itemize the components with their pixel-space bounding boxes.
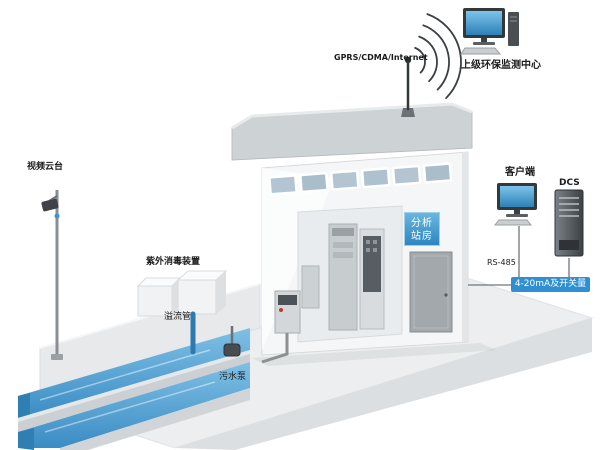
connector-lines bbox=[468, 226, 570, 286]
monitoring-center-label: 上级环保监测中心 bbox=[461, 60, 541, 71]
desktop-computer-icon bbox=[460, 8, 519, 55]
analyzer-cabinet bbox=[261, 290, 301, 364]
equipment-cabinet-1 bbox=[328, 223, 358, 331]
rs485-label: RS-485 bbox=[487, 258, 516, 267]
video-ptz-label: 视频云台 bbox=[27, 162, 64, 172]
gprs-label: GPRS/CDMA/Internet bbox=[334, 53, 428, 62]
building-shadow bbox=[252, 343, 496, 366]
equipment-cabinet-2 bbox=[359, 228, 385, 330]
cctv-camera-icon bbox=[41, 190, 63, 360]
water-channel-front bbox=[18, 362, 250, 450]
station-sign: 分析站房 bbox=[404, 212, 440, 246]
uv-device-label: 紫外消毒装置 bbox=[146, 257, 201, 267]
building-roof bbox=[231, 102, 473, 161]
uv-disinfection-unit bbox=[136, 270, 228, 317]
sewage-pump-label: 污水泵 bbox=[219, 372, 247, 382]
channel-outer-wall bbox=[60, 388, 250, 450]
client-label: 客户端 bbox=[505, 167, 535, 178]
pump-icon bbox=[223, 326, 241, 357]
window-row bbox=[268, 162, 453, 196]
antenna-icon bbox=[401, 56, 415, 117]
overflow-pipe-label: 溢流管 bbox=[164, 312, 192, 322]
signal-type-badge: 4-20mA及开关量 bbox=[511, 277, 590, 292]
client-computer-icon bbox=[493, 183, 537, 226]
channel-divider-wall bbox=[18, 350, 250, 432]
server-tower-icon bbox=[554, 189, 584, 257]
small-instrument-box bbox=[301, 265, 320, 309]
wifi-waves-icon bbox=[414, 13, 462, 99]
dcs-label: DCS bbox=[559, 178, 580, 188]
station-door bbox=[409, 251, 453, 333]
